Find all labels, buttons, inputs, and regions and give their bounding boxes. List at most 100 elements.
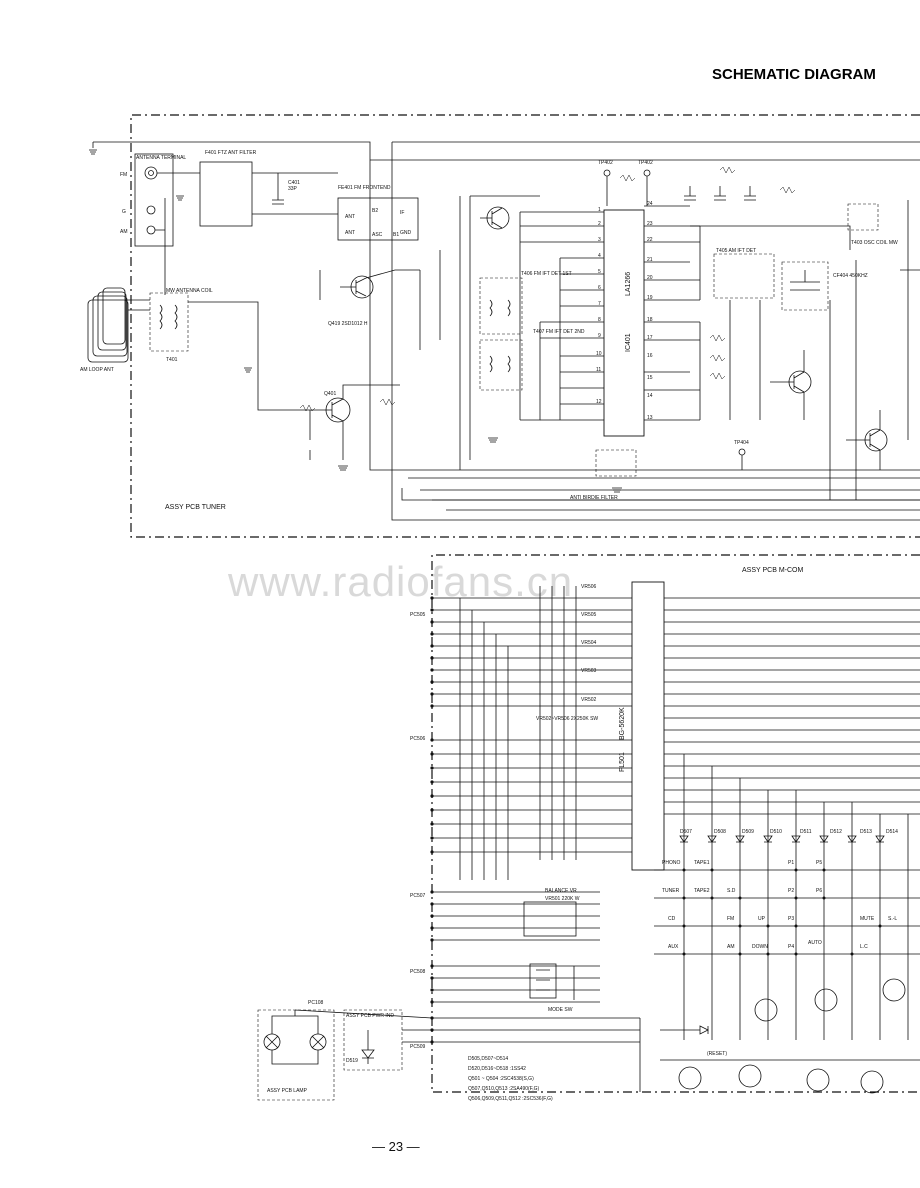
svg-text:23: 23: [647, 221, 653, 227]
key-p1: P1: [788, 860, 794, 866]
fm-terminal-label: FM: [120, 172, 127, 178]
vr502-label: VR502: [581, 697, 597, 703]
svg-text:B2: B2: [372, 208, 378, 214]
svg-text:33P: 33P: [288, 186, 298, 192]
anti-birdie-label: ANTI BIRDIE FILTER: [570, 495, 618, 501]
display-ref: FL501: [619, 752, 626, 772]
key-mute: MUTE: [860, 916, 875, 922]
vr-group-label: VR502~VR506 2X250K SW: [536, 716, 598, 722]
fm-filter: [199, 161, 253, 227]
watermark: www.radiofans.cn: [227, 558, 573, 605]
am-loop-label: AM LOOP ANT: [80, 367, 114, 373]
am-loop-antenna: [87, 287, 129, 363]
svg-text:3: 3: [598, 237, 601, 243]
key-am: AM: [727, 944, 735, 950]
key-row-2: TUNER TAPE2 S.D P2 P6: [662, 888, 822, 894]
key-auto: AUTO: [808, 940, 822, 946]
pwr-block-label: ASSY PCB PWR IND: [346, 1013, 394, 1019]
svg-text:Q401: Q401: [324, 391, 336, 397]
mcom-boundary: [431, 554, 920, 1093]
diode-d513: D513: [860, 829, 872, 835]
pc505-label: PC505: [410, 612, 426, 618]
osc-coil: [847, 203, 879, 231]
fm-frontend: [337, 197, 419, 241]
tp402-a: TP402: [598, 160, 613, 166]
svg-text:20: 20: [647, 275, 653, 281]
tp402-b: TP402: [638, 160, 653, 166]
svg-text:6: 6: [598, 285, 601, 291]
balance-vr: [523, 901, 577, 937]
svg-text:9: 9: [598, 333, 601, 339]
anti-birdie-filter: [595, 449, 637, 477]
g-terminal-label: G: [122, 209, 126, 215]
ic401-ref: IC401: [625, 333, 632, 352]
mw-coil-label: MW ANTENNA COIL: [166, 288, 213, 294]
osc-coil-label: T403 OSC COIL MW: [851, 240, 898, 246]
am-ift-label: T405 AM IFT DET: [716, 248, 756, 254]
svg-text:ASC: ASC: [372, 232, 383, 238]
tuner-section: ASSY PCB TUNER ANTENNA TERMINAL FM G AM …: [80, 114, 920, 538]
diode-d511: D511: [800, 829, 812, 835]
ic401-chip: [603, 209, 645, 437]
note-2: D520,D516~D518 :1SS42: [468, 1066, 526, 1072]
diode-d512: D512: [830, 829, 842, 835]
fm-ift-2: [479, 339, 523, 391]
page-title: SCHEMATIC DIAGRAM: [712, 66, 876, 83]
ic401-part: LA1266: [625, 272, 632, 296]
svg-text:11: 11: [596, 367, 601, 373]
note-3: Q501 ~ Q504 :2SC4538(S,G): [468, 1076, 534, 1082]
fm-frontend-label: FE401 FM FRONTEND: [338, 185, 391, 191]
fm-ift1-label: T406 FM IFT DET 1ST: [521, 271, 572, 277]
key-aux: AUX: [668, 944, 679, 950]
key-row-1: PHONO TAPE1 P1 P5: [662, 860, 822, 866]
pwr-led-label: D519: [346, 1058, 358, 1064]
mcom-section: ASSY PCB M-COM BG-5620K FL501 PC505 PC50…: [410, 554, 920, 1102]
vr503-label: VR503: [581, 668, 597, 674]
cf404-filter: [781, 261, 829, 311]
am-ift: [713, 253, 775, 299]
balance-ref: VR501 220K W: [545, 896, 580, 902]
svg-text:2: 2: [598, 221, 601, 227]
fm-ift-1: [479, 277, 523, 335]
vr505-label: VR505: [581, 612, 597, 618]
key-lc: L.C: [860, 944, 868, 950]
ground-symbols: [89, 149, 622, 493]
mode-switch: [529, 963, 557, 999]
tuner-boundary: [130, 114, 920, 538]
reset-label: (RESET): [707, 1051, 727, 1057]
svg-text:7: 7: [598, 301, 601, 307]
note-4: Q507,Q510,Q513 :2SA490(F,G): [468, 1086, 539, 1092]
svg-text:13: 13: [647, 415, 653, 421]
diode-d514: D514: [886, 829, 898, 835]
key-up: UP: [758, 916, 766, 922]
svg-text:ANT: ANT: [345, 230, 355, 236]
pc508-label: PC508: [410, 969, 426, 975]
key-row-3: CD FM UP P3 MUTE S.-L: [668, 916, 897, 922]
svg-text:15: 15: [647, 375, 653, 381]
svg-text:12: 12: [596, 399, 602, 405]
pc507-label: PC507: [410, 893, 426, 899]
key-p4: P4: [788, 944, 794, 950]
diode-d510: D510: [770, 829, 782, 835]
vr506-label: VR506: [581, 584, 597, 590]
svg-text:GND: GND: [400, 230, 412, 236]
svg-text:18: 18: [647, 317, 653, 323]
lamp-connector-label: PC108: [308, 1000, 324, 1006]
component-notes: D505,D507~D514 D520,D516~D518 :1SS42 Q50…: [468, 1056, 553, 1102]
svg-text:T401: T401: [166, 357, 178, 363]
am-terminal-label: AM: [120, 229, 128, 235]
key-tuner: TUNER: [662, 888, 680, 894]
svg-text:24: 24: [647, 201, 653, 207]
svg-text:ANT: ANT: [345, 214, 355, 220]
diode-d509: D509: [742, 829, 754, 835]
svg-text:1: 1: [598, 207, 601, 213]
fm-filter-label: F401 FTZ ANT FILTER: [205, 150, 257, 156]
key-phono: PHONO: [662, 860, 680, 866]
diode-d508: D508: [714, 829, 726, 835]
key-p6: P6: [816, 888, 822, 894]
mcom-block-label: ASSY PCB M-COM: [742, 567, 803, 574]
balance-label: BALANCE VR: [545, 888, 577, 894]
key-sd: S.D: [727, 888, 736, 894]
diode-d507: D507: [680, 829, 692, 835]
